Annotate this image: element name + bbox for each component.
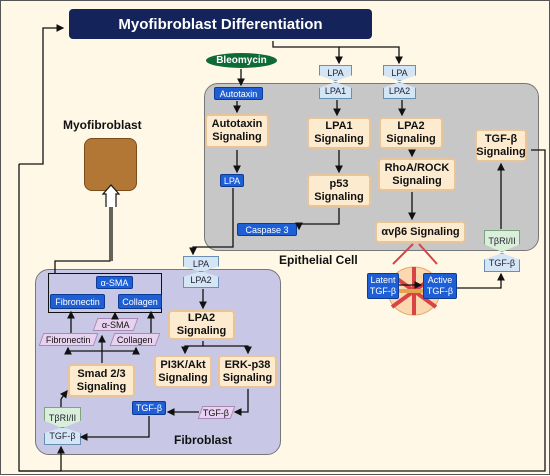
smad-signaling-node: Smad 2/3 Signaling	[68, 364, 135, 397]
asma-mrna: α-SMA	[92, 318, 139, 331]
pi3k-akt-signaling-node: PI3K/Akt Signaling	[154, 355, 212, 388]
fibroblast-tgfb-node: TGF-β	[132, 401, 166, 415]
asma-protein-node: α-SMA	[96, 276, 133, 289]
collagen-protein-node: Collagen	[118, 294, 162, 309]
fibroblast-lpa2-signaling-node: LPA2 Signaling	[168, 310, 235, 340]
epithelial-tgfb-ligand: TGF-β	[484, 253, 520, 272]
autotaxin-node: Autotaxin	[214, 87, 263, 100]
lpa1-receptor: LPA1	[319, 82, 352, 99]
latent-tgfb-node: Latent TGF-β	[367, 273, 399, 299]
myofibroblast-label: Myofibroblast	[63, 118, 142, 132]
lpa2-signaling-node: LPA2 Signaling	[379, 117, 443, 149]
fibronectin-protein-node: Fibronectin	[50, 294, 105, 309]
collagen-mrna: Collagen	[109, 333, 161, 346]
fibronectin-mrna: Fibronectin	[38, 333, 99, 346]
fibroblast-tgfb-mrna: TGF-β	[197, 406, 236, 419]
lpa2-receptor-ligand: LPA	[383, 65, 416, 81]
epithelial-cell-label: Epithelial Cell	[279, 253, 358, 267]
erk-p38-signaling-node: ERK-p38 Signaling	[218, 355, 277, 388]
page-title: Myofibroblast Differentiation	[69, 9, 372, 39]
tgfb-signaling-node: TGF-β Signaling	[475, 129, 527, 162]
lpa-output-node: LPA	[220, 174, 244, 187]
p53-signaling-node: p53 Signaling	[307, 174, 371, 207]
myofibroblast-cell-icon	[84, 138, 137, 191]
avb6-signaling-node: αvβ6 Signaling	[375, 221, 466, 243]
autotaxin-signaling-node: Autotaxin Signaling	[205, 114, 269, 148]
lpa2-receptor: LPA2	[383, 82, 416, 99]
caspase-3-node: Caspase 3	[237, 223, 297, 236]
lpa1-receptor-ligand: LPA	[319, 65, 352, 81]
fibroblast-label: Fibroblast	[174, 433, 233, 447]
active-tgfb-node: Active TGF-β	[423, 273, 457, 299]
lpa1-signaling-node: LPA1 Signaling	[307, 117, 371, 149]
bleomycin-node: Bleomycin	[206, 53, 277, 68]
rhoa-rock-signaling-node: RhoA/ROCK Signaling	[378, 158, 456, 191]
